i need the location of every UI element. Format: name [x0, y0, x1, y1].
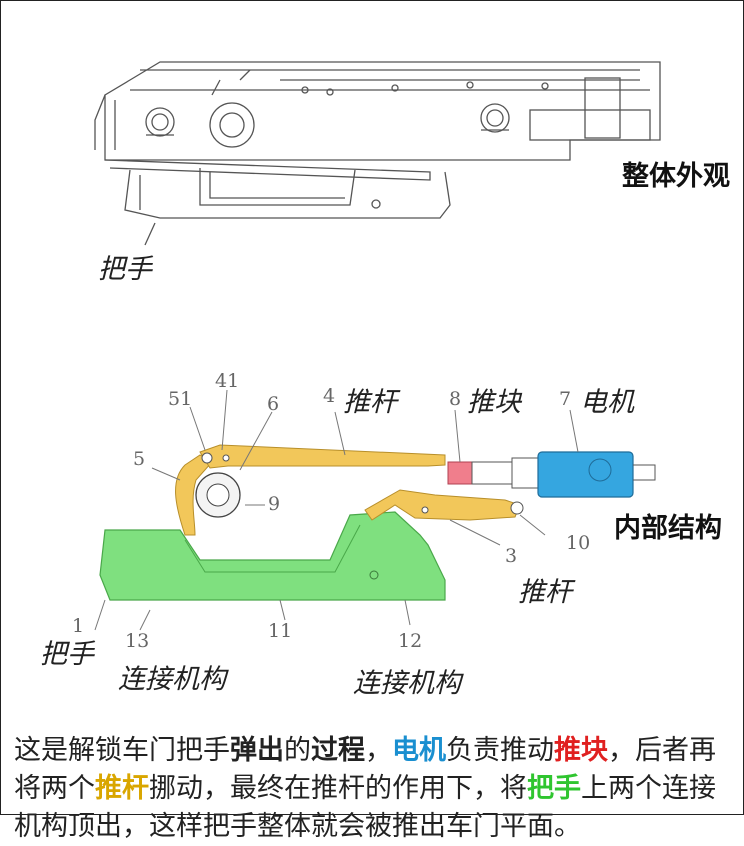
push-block-label: 推块: [467, 387, 521, 418]
overall-appearance-drawing: [94, 61, 661, 246]
part-number-8: 8: [449, 388, 462, 410]
part-number-41: 41: [215, 370, 240, 392]
part-number-5: 5: [133, 448, 146, 470]
part-number-1: 1: [72, 615, 85, 637]
push-block: [447, 461, 473, 485]
handle-part-green: [99, 511, 446, 601]
push-rod-4: [199, 444, 446, 469]
part-number-9: 9: [268, 493, 281, 515]
link-mechanism-left-label: 连接机构: [118, 664, 226, 695]
internal-structure-drawing: [94, 389, 656, 631]
internal-structure-title: 内部结构: [614, 513, 722, 544]
part-number-12: 12: [398, 630, 423, 652]
push-rod-3: [364, 489, 521, 521]
part-number-13: 13: [125, 630, 150, 652]
handle-label-top: 把手: [98, 254, 152, 285]
handle-label-bottom: 把手: [40, 639, 94, 670]
part-number-51: 51: [168, 388, 193, 410]
push-rod-3-label: 推杆: [518, 577, 572, 608]
push-rod-4-label: 推杆: [343, 387, 397, 418]
part-number-11: 11: [268, 620, 293, 642]
part-number-6: 6: [267, 393, 280, 415]
link-mechanism-right-label: 连接机构: [353, 668, 461, 699]
motor-label: 电机: [580, 387, 634, 418]
caption-text: 这是解锁车门把手弹出的过程，电机负责推动推块，后者再将两个推杆挪动，最终在推杆的…: [14, 735, 716, 842]
motor: [537, 451, 634, 498]
overall-appearance-title: 整体外观: [622, 161, 730, 192]
part-number-7: 7: [559, 388, 572, 410]
part-number-3: 3: [505, 545, 518, 567]
part-number-10: 10: [566, 532, 591, 554]
part-number-4: 4: [323, 385, 336, 407]
